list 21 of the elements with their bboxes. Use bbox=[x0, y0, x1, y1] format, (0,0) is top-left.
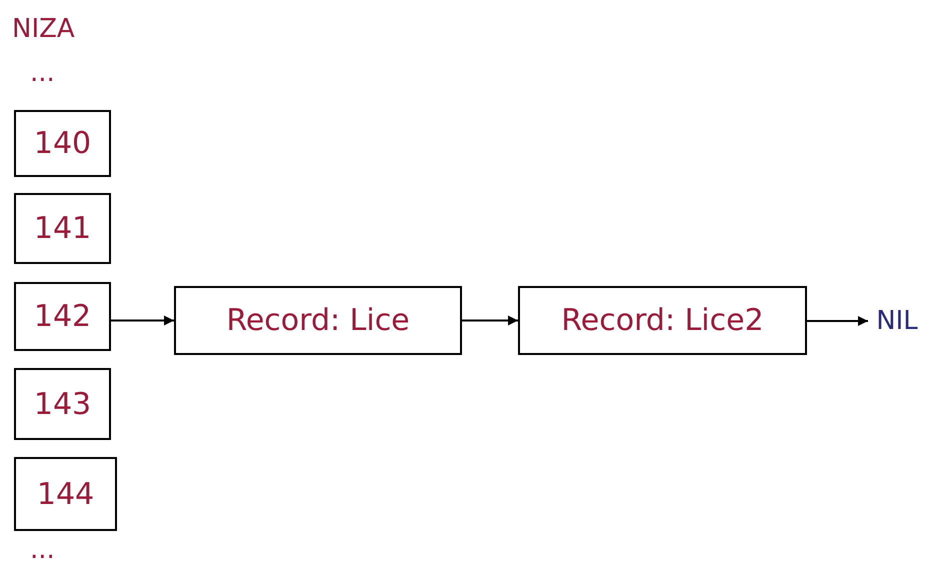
record-box bbox=[518, 286, 807, 355]
ellipsis: ... bbox=[30, 535, 55, 561]
ellipsis: ... bbox=[30, 58, 55, 88]
record-box bbox=[14, 110, 111, 177]
box-label: 140 bbox=[34, 126, 92, 161]
box-label: 144 bbox=[36, 476, 94, 512]
arrow bbox=[462, 316, 518, 326]
box-label: 142 bbox=[34, 299, 92, 334]
nil-label: NIL bbox=[876, 306, 918, 336]
box-label: Record: Lice bbox=[226, 303, 410, 338]
box-label: Record: Lice2 bbox=[561, 303, 764, 338]
record-box bbox=[14, 193, 111, 264]
record-box bbox=[174, 286, 462, 355]
box-label: 141 bbox=[34, 211, 92, 246]
record-box bbox=[14, 282, 111, 351]
box-label: 143 bbox=[34, 386, 92, 422]
record-box bbox=[14, 457, 117, 531]
arrow bbox=[807, 316, 868, 326]
record-box bbox=[14, 368, 111, 440]
arrow bbox=[111, 316, 174, 326]
array-name: NIZA bbox=[12, 14, 75, 44]
